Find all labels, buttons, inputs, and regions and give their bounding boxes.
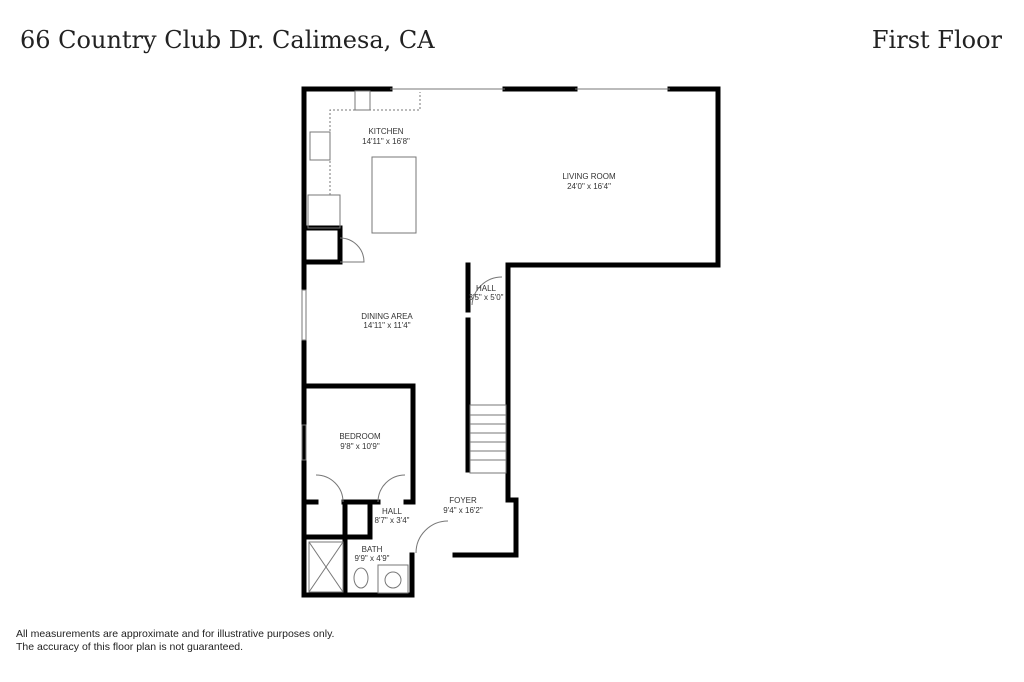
room-labels: KITCHEN 14'11" x 16'8" LIVING ROOM 24'0"… bbox=[339, 127, 616, 563]
room-name: BEDROOM bbox=[339, 432, 381, 441]
room-name: KITCHEN bbox=[368, 127, 403, 136]
room-size: 14'11" x 11'4" bbox=[363, 321, 410, 330]
walls bbox=[301, 86, 721, 598]
room-size: 9'9" x 4'9" bbox=[355, 554, 390, 563]
room-size: 3'5" x 5'0" bbox=[469, 293, 504, 302]
fixtures bbox=[301, 88, 670, 594]
room-size: 9'4" x 16'2" bbox=[443, 506, 483, 515]
shower bbox=[308, 541, 344, 593]
floor-label: First Floor bbox=[871, 26, 1002, 54]
room-name: BATH bbox=[362, 545, 383, 554]
disclaimer-line-2: The accuracy of this floor plan is not g… bbox=[16, 641, 244, 653]
door bbox=[415, 520, 449, 554]
property-address: 66 Country Club Dr. Calimesa, CA bbox=[20, 26, 435, 54]
room-name: FOYER bbox=[449, 496, 477, 505]
window bbox=[301, 289, 307, 341]
counter bbox=[329, 92, 421, 195]
door bbox=[377, 474, 406, 503]
room-name: DINING AREA bbox=[361, 312, 413, 321]
room-name: HALL bbox=[476, 284, 497, 293]
kitchen-sink bbox=[354, 90, 371, 111]
kitchen-island bbox=[371, 156, 417, 234]
door bbox=[339, 237, 365, 263]
stairs bbox=[469, 404, 507, 474]
room-size: 24'0" x 16'4" bbox=[567, 182, 611, 191]
vanity bbox=[377, 564, 409, 594]
room-size: 9'8" x 10'9" bbox=[340, 442, 380, 451]
toilet bbox=[353, 567, 369, 589]
refrigerator bbox=[307, 194, 341, 229]
room-name: LIVING ROOM bbox=[562, 172, 616, 181]
disclaimer-line-1: All measurements are approximate and for… bbox=[16, 628, 335, 640]
door bbox=[315, 474, 344, 503]
door bbox=[471, 276, 503, 306]
room-size: 14'11" x 16'8" bbox=[362, 137, 410, 146]
stove bbox=[309, 131, 331, 161]
room-name: HALL bbox=[382, 507, 403, 516]
window bbox=[301, 424, 307, 461]
room-size: 8'7" x 3'4" bbox=[375, 516, 410, 525]
